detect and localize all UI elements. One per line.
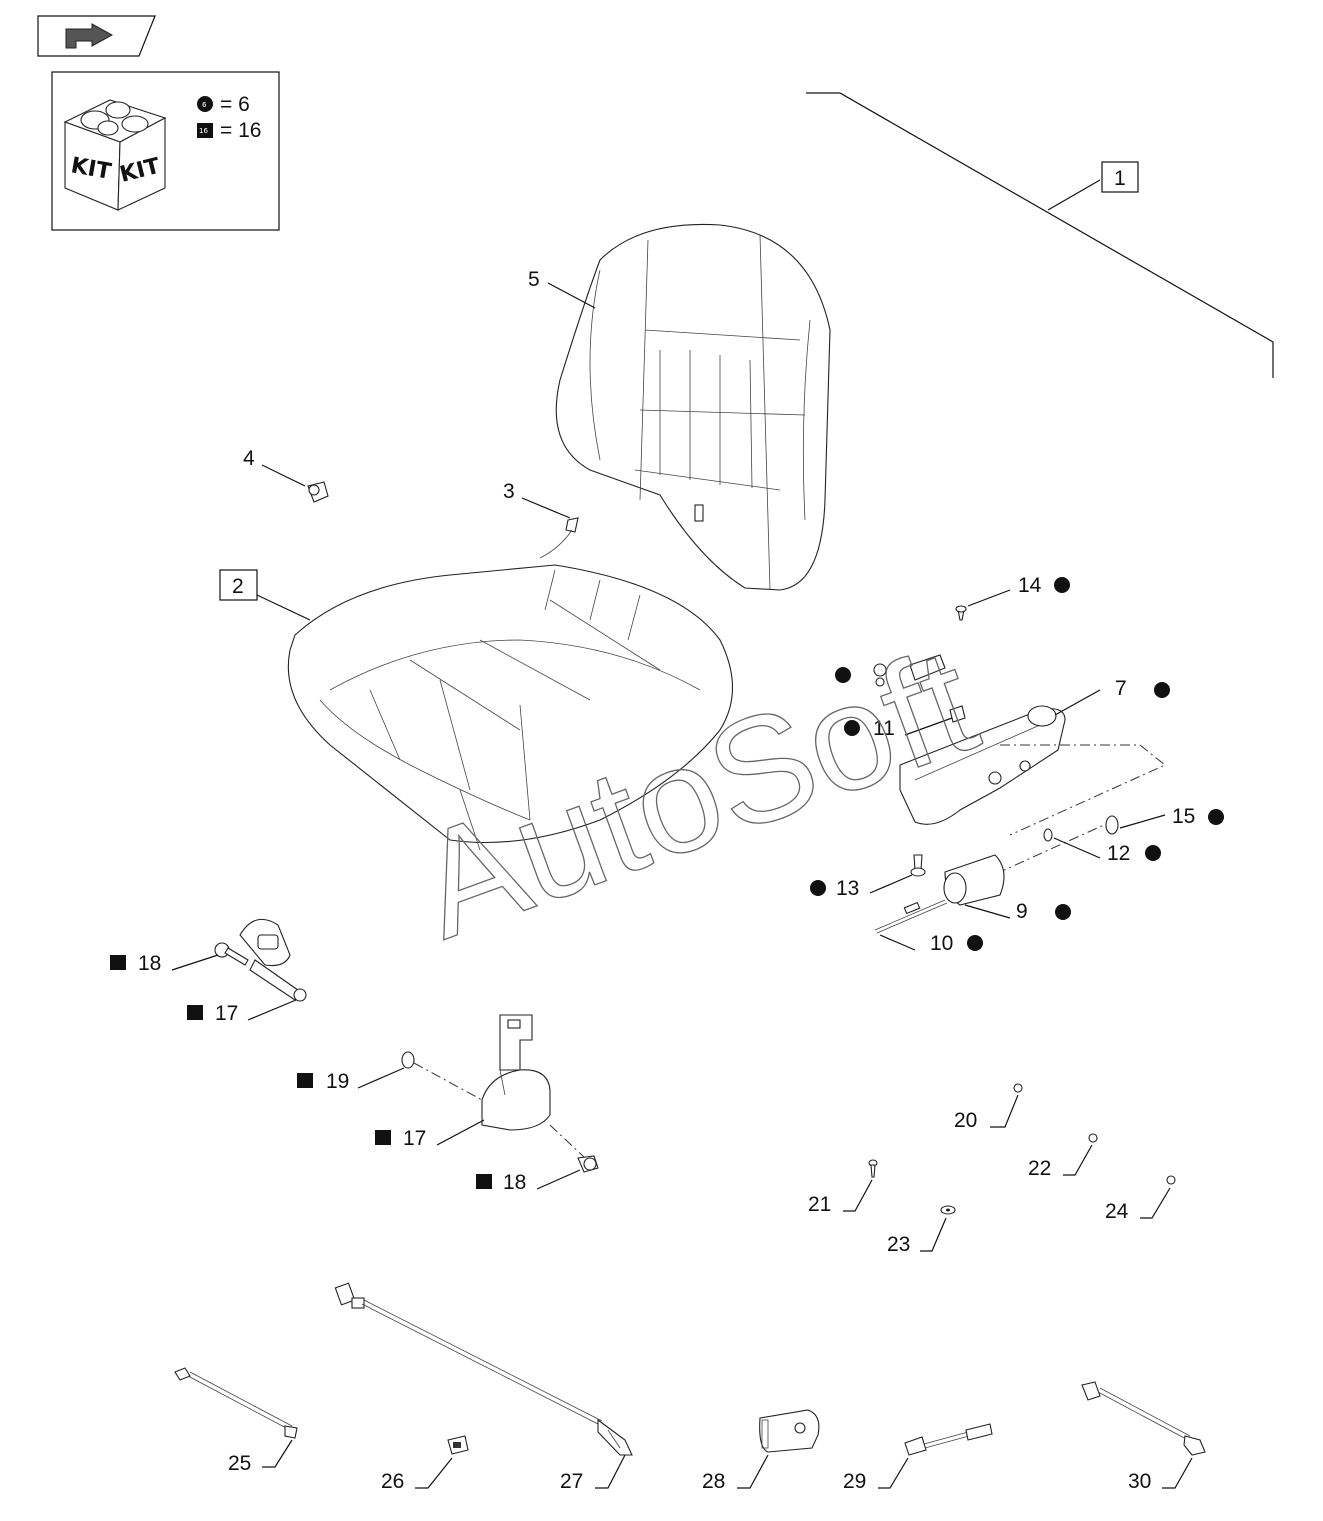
navigate-arrow-icon[interactable]: [37, 15, 156, 57]
callout-25[interactable]: 25: [228, 1452, 251, 1475]
callout-1[interactable]: 1: [1114, 167, 1126, 190]
circle-badge-14: [1054, 577, 1070, 593]
part-23-washer[interactable]: [940, 1205, 956, 1215]
circle-badge-13: [810, 880, 826, 896]
part-4-clip[interactable]: [307, 481, 329, 503]
part-bracket[interactable]: [873, 654, 946, 687]
part-30-cable[interactable]: [1081, 1381, 1206, 1456]
callout-7[interactable]: 7: [1115, 677, 1127, 700]
part-20-nut[interactable]: [1013, 1083, 1023, 1093]
part-27-harness[interactable]: [334, 1282, 633, 1456]
part-29-connector[interactable]: [904, 1423, 993, 1456]
part-10-shaft[interactable]: [874, 899, 948, 934]
square-badge-icon: [197, 123, 213, 138]
square-badge-qty: = 16: [220, 119, 261, 142]
badge-text-circle: 6: [202, 101, 207, 109]
kit-box-icon: KIT KIT: [63, 99, 167, 211]
callout-11[interactable]: 11: [873, 717, 895, 740]
callout-10[interactable]: 10: [930, 932, 953, 955]
part-21-screw[interactable]: [868, 1159, 878, 1178]
seat-backrest[interactable]: [555, 223, 831, 591]
part-17-buckle[interactable]: [239, 918, 307, 1002]
part-15-washer[interactable]: [1105, 815, 1119, 835]
square-badge-17a: [187, 1005, 203, 1020]
callout-18b[interactable]: 18: [503, 1171, 526, 1194]
part-18-bolt-upper[interactable]: [214, 942, 249, 966]
callout-3[interactable]: 3: [503, 480, 515, 503]
part-26-switch[interactable]: [447, 1435, 469, 1455]
callout-15[interactable]: 15: [1172, 805, 1195, 828]
part-28-module[interactable]: [759, 1409, 820, 1453]
square-badge-18b: [476, 1174, 492, 1189]
part-24-nut[interactable]: [1166, 1175, 1176, 1185]
square-badge-18a: [110, 955, 126, 970]
part-13-bolt[interactable]: [910, 854, 926, 877]
square-badge-17b: [375, 1130, 391, 1145]
callout-23[interactable]: 23: [887, 1233, 910, 1256]
circle-badge-15: [1208, 809, 1224, 825]
kit-legend: KIT KIT = 6 = 16: [51, 71, 280, 231]
part-14-screw[interactable]: [955, 605, 967, 621]
callout-2[interactable]: 2: [232, 575, 244, 598]
circle-badge-icon: [197, 96, 213, 112]
part-9-knob[interactable]: [943, 854, 1005, 906]
circle-badge-9: [1055, 904, 1071, 920]
callout-14[interactable]: 14: [1018, 574, 1042, 597]
seat-cushion[interactable]: [287, 564, 734, 851]
callout-26[interactable]: 26: [381, 1470, 404, 1493]
part-3-strap[interactable]: [539, 517, 579, 559]
callout-20[interactable]: 20: [954, 1109, 977, 1132]
circle-badge-unlabeled: [835, 667, 851, 683]
callout-21[interactable]: 21: [808, 1193, 831, 1216]
callout-17a[interactable]: 17: [215, 1002, 238, 1025]
part-25-cable[interactable]: [174, 1367, 298, 1439]
part-7-housing[interactable]: [899, 705, 1066, 825]
callout-19[interactable]: 19: [326, 1070, 349, 1093]
circle-badge-12: [1145, 845, 1161, 861]
callout-18a[interactable]: 18: [138, 952, 161, 975]
badge-text-square: 16: [199, 127, 208, 135]
part-18-bolt-lower[interactable]: [577, 1155, 599, 1173]
square-badge-19: [297, 1073, 313, 1088]
callout-12[interactable]: 12: [1107, 842, 1130, 865]
callout-29[interactable]: 29: [843, 1470, 866, 1493]
callout-28[interactable]: 28: [702, 1470, 725, 1493]
callout-4[interactable]: 4: [243, 447, 255, 470]
circle-badge-11: [844, 720, 860, 736]
callout-5[interactable]: 5: [528, 268, 540, 291]
callout-22[interactable]: 22: [1028, 1157, 1051, 1180]
circle-badge-qty: = 6: [220, 93, 250, 116]
callout-17b[interactable]: 17: [403, 1127, 426, 1150]
callout-13[interactable]: 13: [836, 877, 859, 900]
part-12-pin[interactable]: [1043, 828, 1053, 842]
callout-9[interactable]: 9: [1016, 900, 1028, 923]
circle-badge-7: [1154, 682, 1170, 698]
circle-badge-10: [967, 935, 983, 951]
part-19-washer[interactable]: [401, 1051, 415, 1069]
part-22-nut[interactable]: [1088, 1133, 1098, 1143]
callout-30[interactable]: 30: [1128, 1470, 1151, 1493]
callout-24[interactable]: 24: [1105, 1200, 1129, 1223]
callout-27[interactable]: 27: [560, 1470, 583, 1493]
part-17-latch[interactable]: [481, 1014, 551, 1131]
